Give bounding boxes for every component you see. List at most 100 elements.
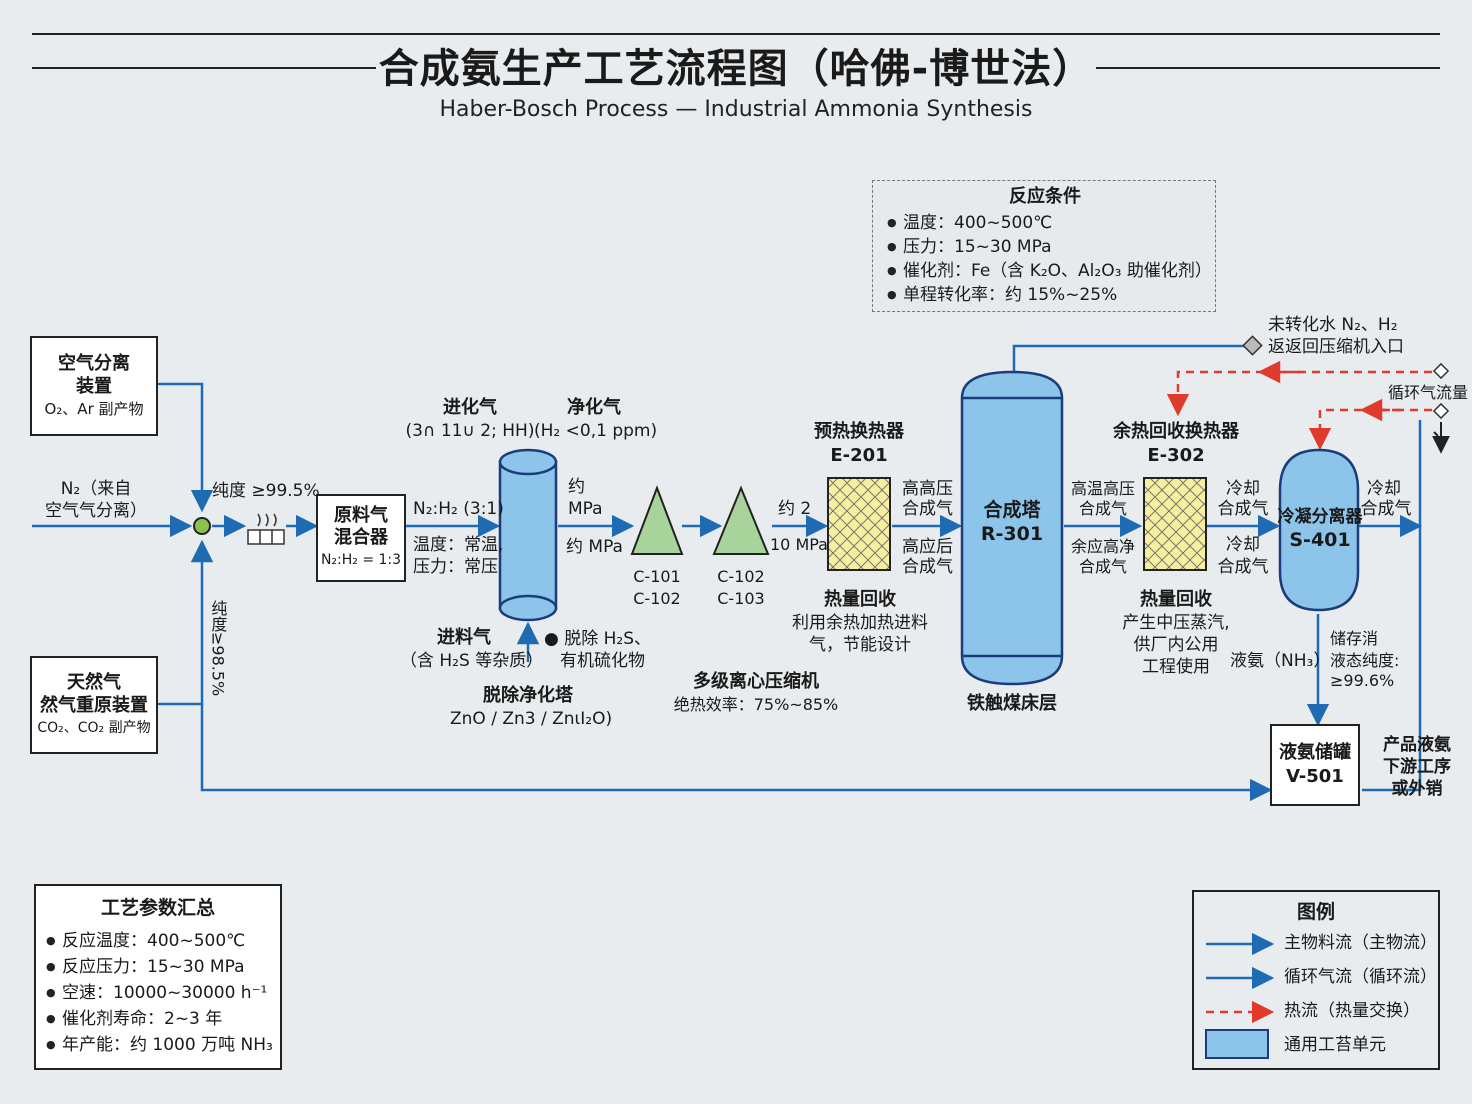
separator-liquid-label: 液氨（NH₃）: [1230, 651, 1331, 671]
compressor-c101-tag-2: C-102: [633, 589, 681, 608]
preheater-out-top-2: 合成气: [902, 499, 953, 519]
waste-heat-exchanger-code: E-302: [1147, 445, 1205, 466]
compressor-c102-tag: C-102: [717, 567, 765, 586]
summary-item: 反应温度：400~500℃: [46, 928, 273, 954]
unconverted-label-1: 未转化水 N₂、H₂: [1268, 315, 1398, 335]
summary-title: 工艺参数汇总: [100, 897, 215, 919]
legend-item-recycle-flow: 循环气流（循环流）: [1284, 967, 1437, 987]
separator-s401-icon: [1278, 448, 1360, 612]
purified-gas-title: 净化气: [567, 397, 621, 418]
reactor-name: 合成塔: [983, 499, 1041, 521]
air-separation-unit: 空气分离 装置 O₂、Ar 副产物: [30, 336, 158, 436]
desulfur-remove-1: ● 脱除 H₂S、: [544, 629, 652, 649]
separator-name: 冷凝分离器: [1277, 507, 1363, 527]
product-label-2: 下游工序: [1383, 757, 1451, 777]
recycle-flow-label: 循环气流量: [1388, 383, 1469, 402]
flow-air-to-junction: [158, 382, 214, 513]
flow-reactor-top-recycle: [1012, 344, 1244, 376]
compressor-c102-tag-2: C-103: [717, 589, 765, 608]
reaction-conditions-box: 反应条件 温度：400~500℃ 压力：15~30 MPa 催化剂：Fe（含 K…: [872, 180, 1216, 312]
tower-out-label-2: MPa: [568, 499, 603, 519]
desulfur-remove-2: 有机硫化物: [560, 651, 645, 671]
desulfur-feed-detail: （含 H₂S 等杂质）: [400, 651, 544, 671]
compressor-efficiency: 绝热效率：75%~85%: [673, 695, 839, 714]
waste-heat-out-top-1: 冷却: [1226, 479, 1260, 499]
purity-top-label: 纯度 ≥99.5%: [212, 481, 320, 501]
desulfur-tower-name: 脱除净化塔: [483, 685, 573, 706]
preheater-code: E-201: [830, 445, 888, 466]
purified-gas-detail: (H₂ <0,1 ppm): [534, 421, 658, 441]
mixer-title-1: 原料气: [334, 505, 388, 526]
reactor-r301-icon: [960, 370, 1064, 686]
waste-heat-recovery-3: 工程使用: [1142, 657, 1210, 677]
legend-item-unit: 通用工苔单元: [1284, 1035, 1386, 1055]
preheater-name: 预热换热器: [814, 421, 904, 442]
mixer-title-2: 混合器: [334, 527, 388, 548]
waste-heat-in-bottom-1: 余应高净: [1070, 537, 1135, 556]
desulfur-material: ZnO / Zn3 / ZnιI₂O): [450, 709, 613, 729]
tank-name: 液氨储罐: [1279, 742, 1351, 763]
separator-code: S-401: [1289, 529, 1351, 551]
tank-code: V-501: [1286, 766, 1344, 787]
reactor-bed-label: 铁触煤床层: [967, 693, 1057, 714]
summary-item: 空速：10000~30000 h⁻¹: [46, 980, 273, 1006]
air-separation-title-2: 装置: [76, 376, 112, 397]
reaction-condition-item: 单程转化率：约 15%~25%: [887, 283, 1212, 307]
purity-side-label: 纯度≥98.5%: [208, 600, 228, 697]
filter-icon: [247, 513, 285, 545]
compressor-c101-tag: C-101: [633, 567, 681, 586]
summary-item: 催化剂寿命：2~3 年: [46, 1006, 273, 1032]
product-label-3: 或外销: [1391, 779, 1443, 799]
waste-heat-in-top-1: 高温高压: [1070, 479, 1135, 498]
page-title: 合成氨生产工艺流程图（哈佛-博世法）: [378, 46, 1094, 92]
air-separation-title-1: 空气分离: [58, 353, 130, 374]
desulfurization-tower-icon: [498, 448, 558, 622]
legend: 图例 主物料流（主物流） 循环气流（循环流） 热流（热量交换） 通用工苔单元: [1192, 890, 1440, 1070]
recycle-tick-icon: [1433, 431, 1439, 437]
legend-symbols: [1205, 932, 1275, 1059]
preheater-out-bottom-2: 合成气: [902, 557, 953, 577]
preheater-recovery-1: 利用余热加热进料: [792, 613, 928, 633]
reaction-conditions-title: 反应条件: [1009, 186, 1081, 207]
recycle-to-e302: [1166, 370, 1432, 417]
reactor-code: R-301: [980, 523, 1044, 545]
waste-heat-recovery-2: 供厂内公用: [1133, 635, 1219, 655]
desulfur-feed-title: 进料气: [437, 627, 491, 648]
reaction-conditions-list: 温度：400~500℃ 压力：15~30 MPa 催化剂：Fe（含 K₂O、Al…: [887, 211, 1212, 307]
natural-gas-title-1: 天然气: [67, 672, 121, 693]
storage-note-2: 液态纯度:: [1330, 651, 1400, 670]
natural-gas-title-2: 然气重原装置: [40, 695, 148, 716]
n2-feed-label-1: N₂（来自: [60, 479, 132, 499]
compressor-out-label-1: 约 2: [778, 499, 812, 519]
waste-heat-out-bottom-1: 冷却: [1226, 535, 1260, 555]
process-parameters-summary: 工艺参数汇总 反应温度：400~500℃ 反应压力：15~30 MPa 空速：1…: [34, 884, 282, 1070]
waste-heat-in-top-2: 合成气: [1078, 499, 1127, 518]
compressor-out-label-2: 10 MPa: [770, 535, 828, 554]
summary-list: 反应温度：400~500℃ 反应压力：15~30 MPa 空速：10000~30…: [46, 928, 273, 1058]
air-separation-byproduct: O₂、Ar 副产物: [44, 400, 144, 418]
separator-out-2: 合成气: [1360, 499, 1412, 519]
preheater-recovery-title: 热量回收: [824, 589, 896, 610]
reaction-condition-item: 催化剂：Fe（含 K₂O、Al₂O₃ 助催化剂）: [887, 259, 1212, 283]
summary-item: 反应压力：15~30 MPa: [46, 954, 273, 980]
inlet-gas-title: 进化气: [443, 397, 497, 418]
flow-bypass-to-tank: [200, 704, 1273, 802]
legend-unit-icon: [1205, 1029, 1269, 1059]
compressor-name: 多级离心压缩机: [693, 671, 819, 692]
recycle-valve-icon-top: [1432, 362, 1450, 380]
natural-gas-byproduct: CO₂、CO₂ 副产物: [37, 720, 151, 736]
mixer-out-pressure: 压力：常压: [413, 557, 498, 577]
mixing-junction-icon: [193, 517, 211, 535]
waste-heat-out-top-2: 合成气: [1217, 499, 1269, 519]
tower-out-label-1: 约: [568, 477, 585, 497]
reaction-condition-item: 温度：400~500℃: [887, 211, 1212, 235]
unconverted-label-2: 返返回压缩机入口: [1268, 337, 1404, 357]
product-label-1: 产品液氨: [1383, 735, 1451, 755]
tower-out-label-3: 约 MPa: [566, 537, 623, 557]
compressor-c101-icon: [630, 485, 684, 555]
waste-heat-out-bottom-2: 合成气: [1217, 557, 1269, 577]
summary-item: 年产能：约 1000 万吨 NH₃: [46, 1032, 273, 1058]
legend-item-heat-flow: 热流（热量交换）: [1284, 1001, 1420, 1021]
liquid-ammonia-tank: 液氨储罐 V-501: [1270, 724, 1360, 806]
